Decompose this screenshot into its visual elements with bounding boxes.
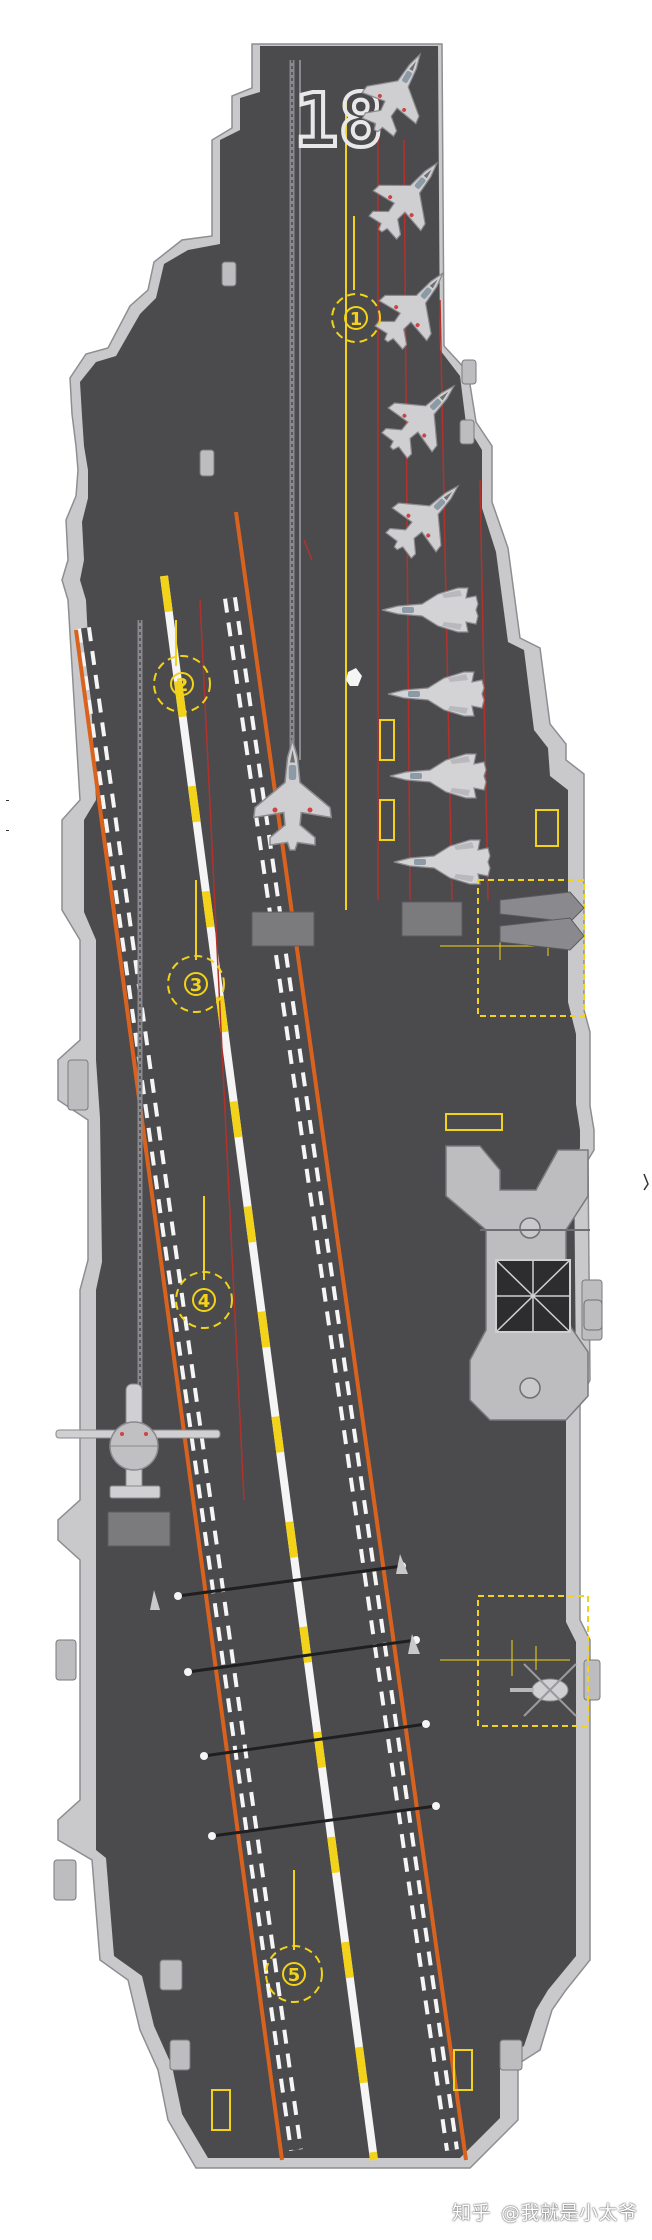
flight-deck <box>80 46 580 2158</box>
deck-marker <box>346 668 362 686</box>
watermark: 知乎 @我就是小太爷 <box>452 2198 638 2225</box>
arresting-wires <box>177 1564 437 1838</box>
deck-elevators <box>107 901 463 1547</box>
parking-box-forward <box>440 879 585 1017</box>
angled-deck-centreline <box>160 575 378 2161</box>
spot-label: 4 <box>198 1291 211 1312</box>
watermark-handle: @我就是小太爷 <box>501 2202 638 2224</box>
deck-marking-rects <box>211 719 559 2131</box>
spot-label: 1 <box>350 309 363 330</box>
spot-marker-1: 1 <box>331 216 381 343</box>
awacs-aircraft-icon <box>55 1383 221 1499</box>
catapult-tracks <box>77 597 459 2151</box>
spot-label: 5 <box>288 1965 301 1986</box>
island-superstructure <box>445 1145 603 1421</box>
spot-marker-5: 5 <box>265 1870 323 2003</box>
parking-box-aft <box>440 1595 589 1727</box>
elevator-icon <box>107 1511 171 1547</box>
spot-marker-4: 4 <box>175 1196 233 1329</box>
elevator-icon <box>401 901 463 937</box>
spot-marker-2: 2 <box>153 620 211 713</box>
spot-label: 2 <box>176 675 189 696</box>
spot-label: 3 <box>190 975 203 996</box>
angled-deck-edges <box>74 511 468 2161</box>
margin-marks <box>6 800 649 1191</box>
watermark-brand: 知乎 <box>452 2202 492 2224</box>
bow-catapult <box>137 60 301 1390</box>
elevator-icon <box>251 911 315 947</box>
spot-marker-3: 3 <box>167 880 225 1013</box>
aft-deck-objects <box>150 1554 420 1654</box>
